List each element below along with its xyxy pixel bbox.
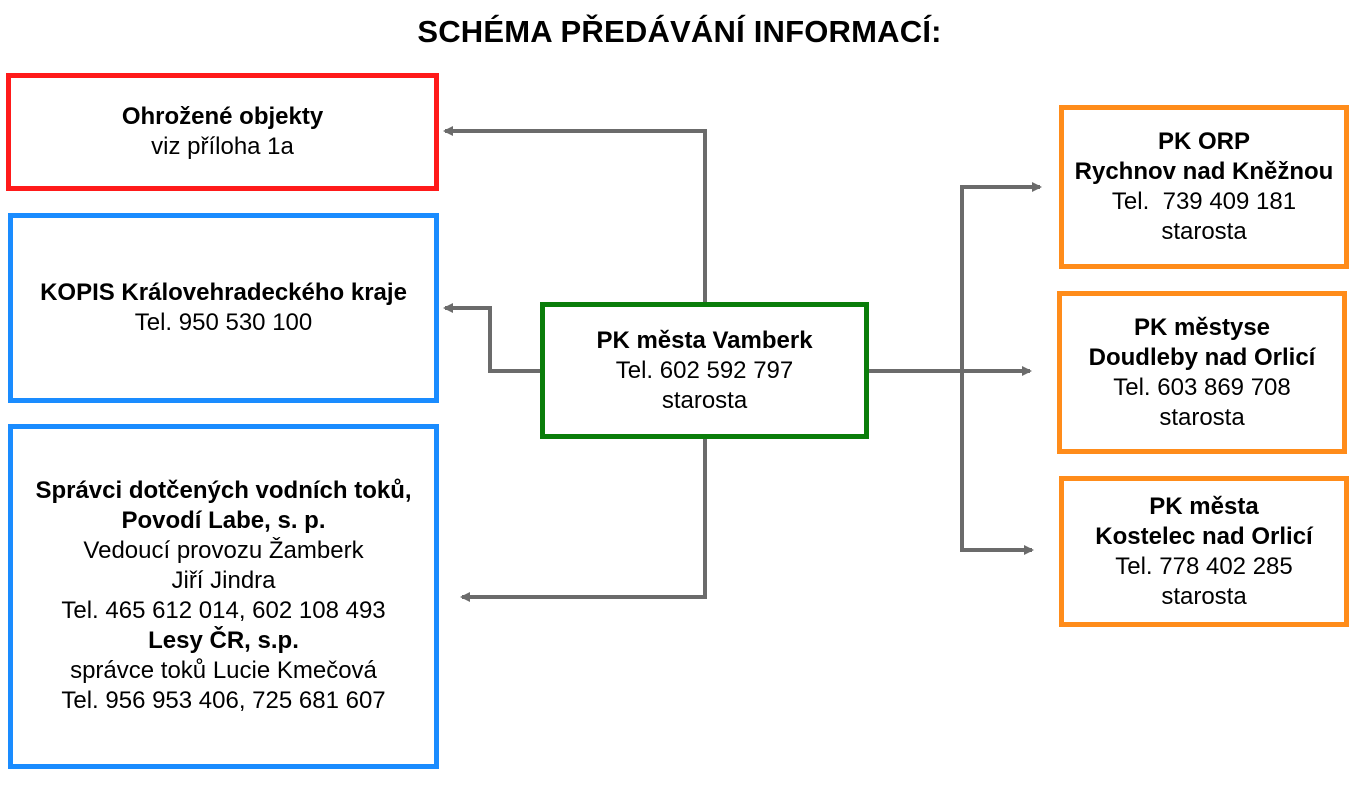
doudleby-box: PK městyse Doudleby nad Orlicí Tel. 603 … — [1057, 291, 1347, 454]
spravci-title: Správci dotčených vodních toků, — [35, 477, 412, 504]
center-box: PK města Vamberk Tel. 602 592 797 staros… — [540, 302, 869, 439]
spravci-box: Správci dotčených vodních toků, Povodí L… — [8, 424, 439, 769]
kopis-tel: Tel. 950 530 100 — [134, 309, 313, 336]
orp-tel: Tel. 739 409 181 — [1111, 188, 1297, 215]
center-title: PK města Vamberk — [596, 326, 813, 354]
kopis-title: KOPIS Královehradeckého kraje — [40, 279, 407, 306]
arrow-to-kopis — [443, 303, 543, 373]
povodi-tel: Tel. 465 612 014, 602 108 493 — [61, 597, 386, 624]
spravce-toku: správce toků Lucie Kmečová — [70, 657, 377, 684]
ohrozene-title: Ohrožené objekty — [121, 103, 324, 130]
doudleby-place: Doudleby nad Orlicí — [1088, 343, 1316, 371]
kostelec-tel: Tel. 778 402 285 — [1115, 552, 1293, 580]
orp-title: PK ORP — [1157, 128, 1250, 155]
kostelec-place: Kostelec nad Orlicí — [1095, 522, 1313, 550]
povodi-labe: Povodí Labe, s. p. — [121, 507, 326, 534]
kostelec-title: PK města — [1149, 492, 1259, 520]
vedouci-provozu: Vedoucí provozu Žamberk — [83, 537, 364, 564]
orp-place: Rychnov nad Kněžnou — [1074, 158, 1334, 185]
vedouci-jmeno: Jiří Jindra — [171, 567, 276, 594]
branch-to-kostelec — [960, 371, 1034, 555]
lesy-tel: Tel. 956 953 406, 725 681 607 — [61, 687, 386, 714]
kopis-box: KOPIS Královehradeckého kraje Tel. 950 5… — [8, 213, 439, 403]
branch-to-orp — [960, 182, 1042, 371]
page-title: SCHÉMA PŘEDÁVÁNÍ INFORMACÍ: — [417, 14, 942, 49]
arrow-to-spravci — [460, 438, 707, 602]
kostelec-role: starosta — [1161, 582, 1247, 610]
ohrozene-note: viz příloha 1a — [151, 133, 294, 160]
orp-box: PK ORP Rychnov nad Kněžnou Tel. 739 409 … — [1059, 105, 1349, 269]
orp-role: starosta — [1161, 218, 1247, 245]
doudleby-tel: Tel. 603 869 708 — [1113, 373, 1291, 401]
lesy-cr: Lesy ČR, s.p. — [148, 627, 299, 654]
center-role: starosta — [661, 386, 748, 414]
ohrozene-objekty-box: Ohrožené objekty viz příloha 1a — [6, 73, 439, 191]
kostelec-box: PK města Kostelec nad Orlicí Tel. 778 40… — [1059, 476, 1349, 627]
doudleby-title: PK městyse — [1133, 313, 1271, 341]
doudleby-role: starosta — [1159, 403, 1245, 431]
center-tel: Tel. 602 592 797 — [615, 356, 794, 384]
arrow-to-ohrozene — [443, 126, 707, 303]
